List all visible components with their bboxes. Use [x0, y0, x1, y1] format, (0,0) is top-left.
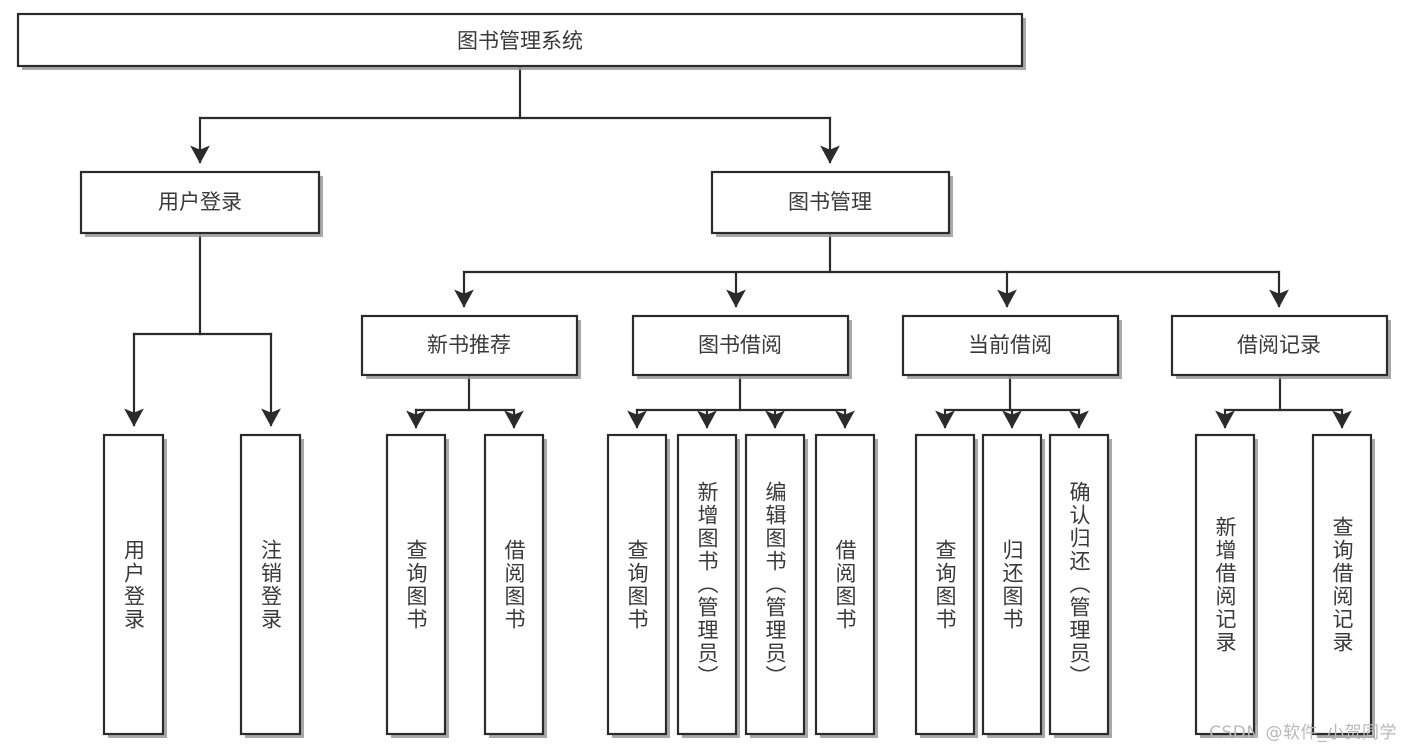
node-leaf-confirm-return[interactable] [1048, 433, 1112, 738]
node-borrow-record-box[interactable] [1170, 314, 1389, 377]
node-root-label: 图书管理系统 [457, 29, 583, 53]
node-leaf-add-book[interactable] [676, 433, 740, 738]
node-leaf-query-book-3[interactable] [914, 433, 978, 738]
node-user-login-label: 用户登录 [158, 190, 242, 214]
leaf-box-group [102, 433, 1375, 738]
node-leaf-query-book-2[interactable] [606, 433, 670, 738]
node-leaf-add-book-box[interactable] [676, 433, 738, 736]
node-leaf-logout-box[interactable] [239, 433, 302, 736]
node-leaf-query-book-2-box[interactable] [606, 433, 668, 736]
node-root-box[interactable] [16, 12, 1024, 68]
connector-group [124, 64, 1352, 429]
node-book-borrow-label: 图书借阅 [698, 333, 782, 357]
node-borrow-record-label: 借阅记录 [1237, 333, 1321, 357]
node-book-manage-box[interactable] [710, 170, 951, 235]
node-new-book-recommend-label: 新书推荐 [427, 333, 511, 357]
node-leaf-query-book-1[interactable] [385, 433, 449, 738]
node-leaf-user-login[interactable] [102, 433, 167, 738]
node-leaf-return-book[interactable] [981, 433, 1045, 738]
node-user-login[interactable]: 用户登录 [79, 170, 323, 237]
node-leaf-query-record-box[interactable] [1311, 433, 1373, 736]
node-leaf-add-record-box[interactable] [1194, 433, 1256, 736]
node-leaf-add-record[interactable] [1194, 433, 1258, 738]
node-leaf-query-record[interactable] [1311, 433, 1375, 738]
node-leaf-user-login-box[interactable] [102, 433, 165, 736]
node-book-borrow[interactable]: 图书借阅 [631, 314, 852, 379]
node-leaf-edit-book[interactable] [744, 433, 808, 738]
watermark-text: CSDN @软件_小贺同学 [1209, 723, 1397, 743]
node-book-manage[interactable]: 图书管理 [710, 170, 953, 237]
node-leaf-query-book-1-box[interactable] [385, 433, 447, 736]
node-leaf-logout[interactable] [239, 433, 304, 738]
node-leaf-borrow-book-1-box[interactable] [483, 433, 545, 736]
node-current-borrow-label: 当前借阅 [968, 333, 1052, 357]
node-user-login-box[interactable] [79, 170, 321, 235]
node-leaf-borrow-book-1[interactable] [483, 433, 547, 738]
node-book-borrow-box[interactable] [631, 314, 850, 377]
node-leaf-return-book-box[interactable] [981, 433, 1043, 736]
node-leaf-confirm-return-box[interactable] [1048, 433, 1110, 736]
node-leaf-borrow-book-2[interactable] [814, 433, 878, 738]
node-leaf-query-book-3-box[interactable] [914, 433, 976, 736]
node-new-book-recommend[interactable]: 新书推荐 [360, 314, 581, 379]
node-current-borrow-box[interactable] [901, 314, 1120, 377]
node-root[interactable]: 图书管理系统 [16, 12, 1026, 70]
node-leaf-edit-book-box[interactable] [744, 433, 806, 736]
node-leaf-borrow-book-2-box[interactable] [814, 433, 876, 736]
node-new-book-recommend-box[interactable] [360, 314, 579, 377]
node-borrow-record[interactable]: 借阅记录 [1170, 314, 1391, 379]
node-book-manage-label: 图书管理 [788, 190, 872, 214]
node-current-borrow[interactable]: 当前借阅 [901, 314, 1122, 379]
